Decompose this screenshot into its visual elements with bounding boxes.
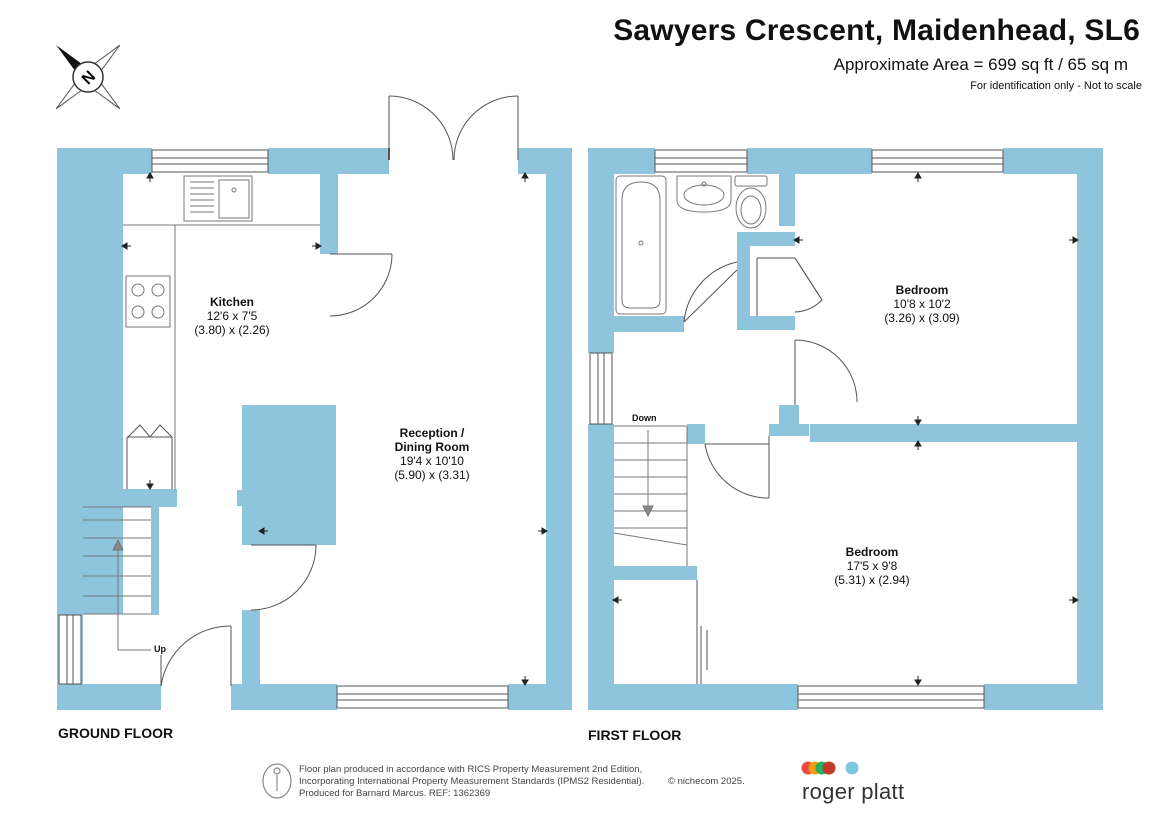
room-dimensions-metric: (5.90) x (3.31)	[394, 468, 470, 482]
compass-rose-icon	[55, 44, 121, 110]
room-name: Bedroom	[845, 545, 899, 559]
first-floor-label: FIRST FLOOR	[588, 727, 682, 743]
room-dimensions-imperial: 17'5 x 9'8	[846, 559, 898, 573]
first-floor-walls	[588, 148, 1103, 710]
room-name: Kitchen	[209, 295, 254, 309]
ipms-person-icon	[262, 763, 292, 799]
room-dimensions-imperial: 19'4 x 10'10	[400, 454, 464, 468]
stairs	[83, 425, 688, 651]
footer-line: Incorporating International Property Mea…	[299, 776, 645, 787]
windows	[58, 149, 1004, 709]
room-name: Bedroom	[895, 283, 949, 297]
room-bedroom-1: Bedroom 10'8 x 10'2 (3.26) x (3.09)	[862, 283, 982, 325]
brand-name: roger platt	[802, 779, 905, 804]
copyright-text: © nichecom 2025.	[668, 776, 745, 787]
page-title: Sawyers Crescent, Maidenhead, SL6	[613, 14, 1140, 47]
dimension-arrows	[121, 172, 1079, 686]
room-dimensions-metric: (5.31) x (2.94)	[834, 573, 910, 587]
room-bedroom-2: Bedroom 17'5 x 9'8 (5.31) x (2.94)	[812, 545, 932, 587]
footer-line: Produced for Barnard Marcus. REF: 136236…	[299, 788, 491, 799]
room-kitchen: Kitchen 12'6 x 7'5 (3.80) x (2.26)	[172, 295, 292, 337]
room-dimensions-imperial: 12'6 x 7'5	[206, 309, 258, 323]
stairs-up-label: Up	[154, 644, 166, 654]
room-name: Reception /	[399, 426, 465, 440]
approximate-area: Approximate Area = 699 sq ft / 65 sq m	[833, 55, 1128, 74]
ground-floor-walls	[57, 148, 572, 710]
room-name-line2: Dining Room	[394, 440, 470, 454]
room-reception: Reception / Dining Room 19'4 x 10'10 (5.…	[372, 426, 492, 482]
stairs-down-label: Down	[632, 413, 657, 423]
room-dimensions-imperial: 10'8 x 10'2	[893, 297, 951, 311]
brand-logo-dots-icon	[801, 761, 859, 775]
room-dimensions-metric: (3.26) x (3.09)	[884, 311, 960, 325]
room-dimensions-metric: (3.80) x (2.26)	[194, 323, 270, 337]
ground-floor-label: GROUND FLOOR	[58, 725, 174, 741]
fixtures	[123, 175, 768, 490]
footer-text: Floor plan produced in accordance with R…	[299, 764, 644, 800]
disclaimer-note: For identification only - Not to scale	[970, 80, 1142, 92]
doors	[126, 95, 858, 687]
footer-line: Floor plan produced in accordance with R…	[299, 764, 643, 775]
